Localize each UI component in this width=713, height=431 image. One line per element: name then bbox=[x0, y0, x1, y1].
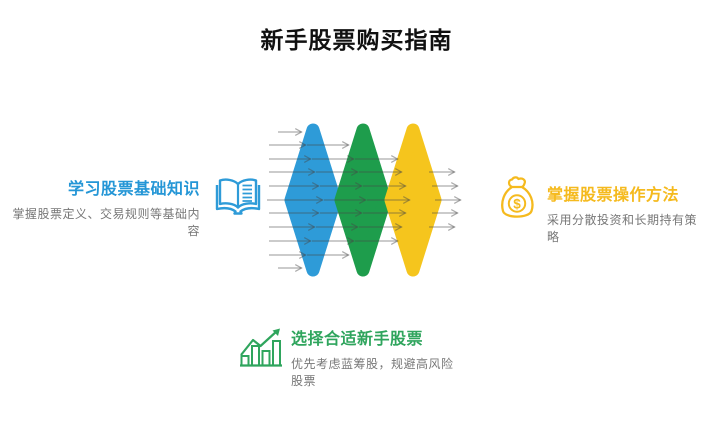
section-title: 掌握股票操作方法 bbox=[547, 187, 680, 204]
section-learn-basics: 学习股票基础知识 掌握股票定义、交易规则等基础内容 bbox=[10, 175, 200, 239]
funnel-diamond-blue bbox=[284, 123, 342, 277]
section-title: 学习股票基础知识 bbox=[67, 181, 200, 198]
svg-text:$: $ bbox=[513, 197, 521, 212]
open-book-icon bbox=[215, 176, 261, 221]
growth-chart-icon bbox=[238, 327, 284, 374]
section-title: 选择合适新手股票 bbox=[291, 331, 424, 348]
funnel-diamond-yellow bbox=[384, 123, 442, 277]
funnel-diagram bbox=[267, 123, 462, 277]
page-title: 新手股票购买指南 bbox=[260, 27, 453, 53]
section-subtitle: 采用分散投资和长期持有策略 bbox=[547, 213, 698, 244]
money-bag-icon: $ bbox=[498, 176, 538, 231]
section-subtitle: 优先考虑蓝筹股，规避高风险股票 bbox=[291, 357, 454, 388]
section-choose-stocks: 选择合适新手股票 优先考虑蓝筹股，规避高风险股票 bbox=[291, 325, 461, 389]
section-master-methods: 掌握股票操作方法 采用分散投资和长期持有策略 bbox=[547, 181, 707, 245]
section-subtitle: 掌握股票定义、交易规则等基础内容 bbox=[12, 207, 200, 238]
